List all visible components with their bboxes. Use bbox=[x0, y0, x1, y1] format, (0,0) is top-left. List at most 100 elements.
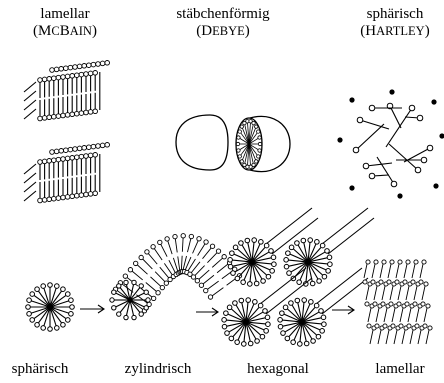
surfactant-tail bbox=[386, 108, 412, 147]
head-group bbox=[264, 243, 269, 248]
head-group bbox=[139, 284, 143, 288]
arrow-to-hexagonal bbox=[196, 308, 218, 316]
surfactant-tail bbox=[161, 244, 167, 256]
label-bottom-spherical: sphärisch bbox=[0, 361, 80, 378]
head-group bbox=[38, 116, 43, 121]
sphere-micelle-hartley bbox=[337, 89, 444, 198]
head-group bbox=[75, 155, 80, 160]
head-group bbox=[84, 154, 89, 159]
head-group bbox=[297, 280, 302, 285]
surfactant-tail bbox=[132, 271, 143, 280]
head-group bbox=[70, 74, 75, 79]
head-group bbox=[369, 105, 375, 111]
head-group bbox=[320, 329, 325, 334]
head-group bbox=[235, 276, 240, 281]
counter-ion-dot bbox=[397, 193, 402, 198]
surfactant-tail bbox=[406, 286, 409, 300]
head-group bbox=[61, 195, 66, 200]
head-group bbox=[70, 305, 75, 310]
head-group bbox=[255, 339, 260, 344]
head-group bbox=[52, 76, 57, 81]
head-group bbox=[42, 198, 47, 203]
head-group bbox=[405, 302, 409, 306]
micelle-core bbox=[48, 305, 53, 310]
head-group bbox=[87, 145, 92, 150]
head-group bbox=[50, 150, 55, 155]
micelle-core bbox=[128, 298, 133, 303]
head-group bbox=[284, 258, 289, 263]
head-group bbox=[112, 290, 116, 294]
head-group bbox=[41, 326, 46, 331]
surfactant-tail bbox=[416, 308, 419, 322]
side-tail bbox=[24, 182, 36, 192]
surfactant-tail bbox=[380, 264, 383, 278]
surfactant-tail bbox=[398, 286, 401, 300]
side-tail bbox=[24, 100, 36, 110]
head-group bbox=[278, 324, 283, 329]
side-tail bbox=[24, 91, 36, 101]
head-group bbox=[77, 146, 82, 151]
surfactant-tail bbox=[426, 330, 429, 344]
head-group bbox=[263, 309, 268, 314]
head-group bbox=[283, 305, 288, 310]
surfactant-tail bbox=[390, 286, 393, 300]
head-group bbox=[100, 143, 105, 148]
head-group bbox=[128, 267, 132, 271]
head-group bbox=[421, 302, 425, 306]
head-group bbox=[204, 288, 208, 292]
head-group bbox=[144, 290, 148, 294]
head-group bbox=[353, 147, 359, 153]
head-group bbox=[165, 237, 169, 241]
head-group bbox=[204, 240, 208, 244]
head-group bbox=[47, 159, 52, 164]
head-group bbox=[391, 181, 397, 187]
surfactant-tail bbox=[137, 265, 147, 274]
head-group bbox=[327, 255, 332, 260]
label-bottom-cylindrical: zylindrisch bbox=[108, 361, 208, 378]
surfactant-tail bbox=[396, 264, 399, 278]
head-group bbox=[237, 149, 240, 152]
head-group bbox=[316, 334, 321, 339]
head-group bbox=[287, 271, 292, 276]
surfactant-tail bbox=[168, 241, 172, 254]
head-group bbox=[56, 75, 61, 80]
head-group bbox=[228, 264, 233, 269]
head-group bbox=[389, 302, 393, 306]
head-group bbox=[369, 173, 375, 179]
head-group bbox=[257, 130, 260, 133]
head-group bbox=[314, 303, 319, 308]
rod-outline bbox=[266, 278, 312, 314]
head-group bbox=[252, 121, 255, 124]
micelle-core bbox=[300, 320, 305, 325]
head-group bbox=[91, 62, 96, 67]
surfactant-tail bbox=[143, 259, 153, 269]
counter-ion-dot bbox=[349, 185, 354, 190]
head-group bbox=[308, 238, 313, 243]
hexagonal-rod-section bbox=[284, 238, 332, 286]
head-group bbox=[191, 275, 195, 279]
head-group bbox=[266, 274, 271, 279]
surfactant-tail bbox=[382, 286, 385, 300]
head-group bbox=[391, 324, 395, 328]
head-group bbox=[54, 149, 59, 154]
head-group bbox=[100, 61, 105, 66]
surfactant-tail bbox=[150, 277, 160, 286]
label-bottom-lamellar: lamellar bbox=[360, 361, 440, 378]
head-group bbox=[82, 146, 87, 151]
surfactant-tail bbox=[378, 330, 381, 344]
head-group bbox=[73, 147, 78, 152]
head-group bbox=[240, 160, 243, 163]
counter-ion-dot bbox=[389, 89, 394, 94]
head-group bbox=[210, 244, 214, 248]
head-group bbox=[295, 241, 300, 246]
surfactant-tail bbox=[390, 106, 401, 128]
head-group bbox=[117, 312, 121, 316]
head-group bbox=[240, 125, 243, 128]
head-group bbox=[56, 157, 61, 162]
head-group bbox=[65, 292, 70, 297]
head-group bbox=[27, 298, 32, 303]
surfactant-tail bbox=[400, 308, 403, 322]
head-group bbox=[235, 340, 240, 345]
head-group bbox=[96, 62, 101, 67]
